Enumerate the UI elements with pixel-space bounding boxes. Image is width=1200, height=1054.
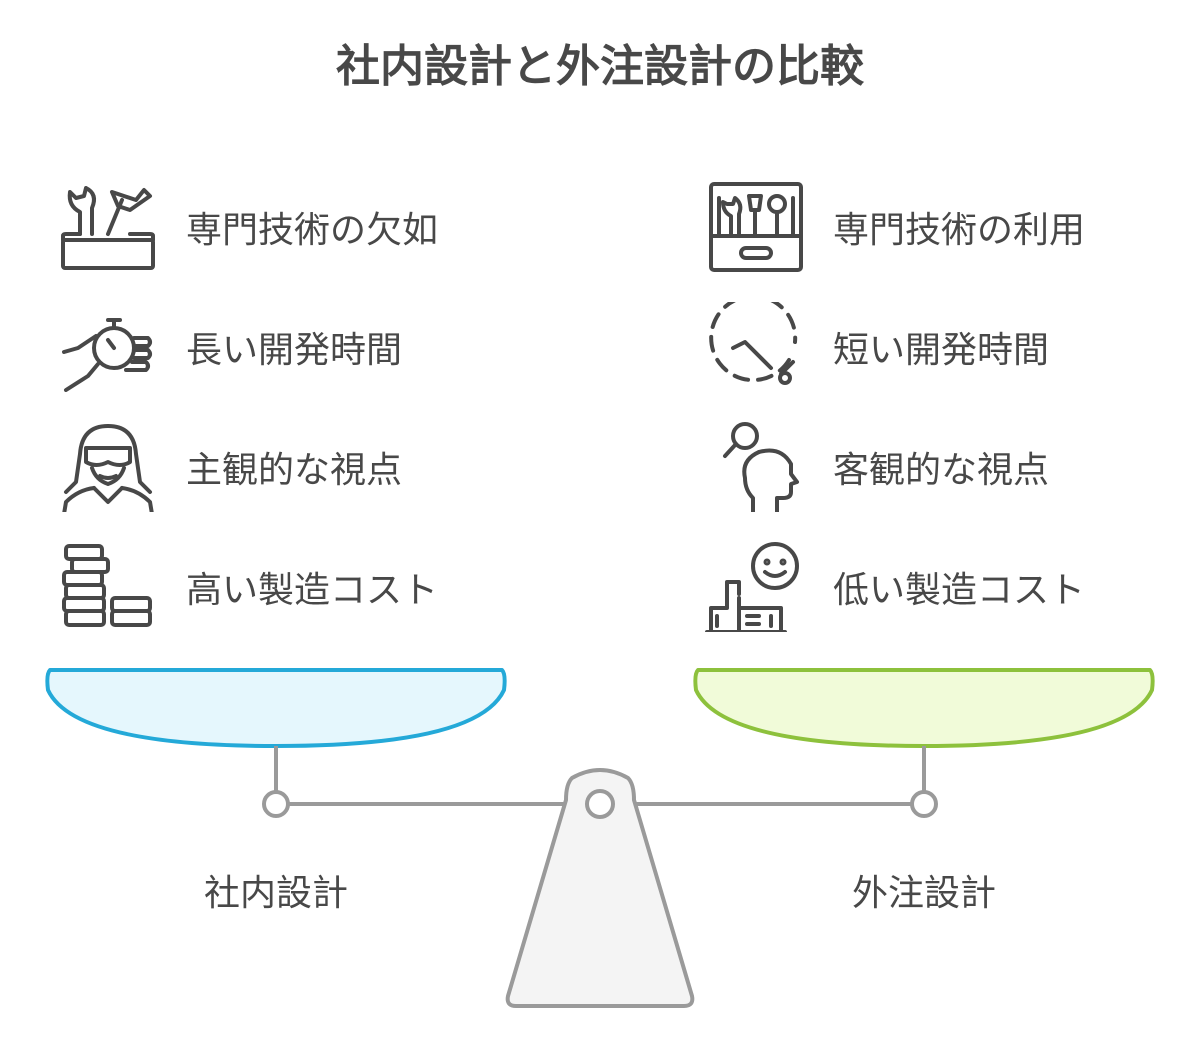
- dashed-clock-icon: [709, 302, 798, 385]
- left-item-label: 高い製造コスト: [186, 570, 439, 611]
- left-side-label: 社内設計: [203, 873, 349, 914]
- person-goggles-icon: [62, 424, 154, 512]
- coin-stacks-icon: [62, 544, 152, 627]
- smiley-factory-icon: [705, 542, 799, 632]
- left-pivot: [262, 790, 290, 818]
- right-pivot: [910, 790, 938, 818]
- fulcrum-pivot: [585, 789, 615, 819]
- left-pan: [45, 668, 507, 748]
- right-item-label: 短い開発時間: [833, 330, 1050, 371]
- right-item-label: 専門技術の利用: [833, 210, 1086, 251]
- left-item-label: 専門技術の欠如: [186, 210, 439, 251]
- page-title: 社内設計と外注設計の比較: [336, 41, 864, 92]
- toolbox-icon: [61, 186, 155, 270]
- head-magnifier-icon: [723, 422, 799, 512]
- left-item-label: 長い開発時間: [186, 330, 403, 371]
- right-pan: [693, 668, 1155, 748]
- left-item-label: 主観的な視点: [186, 450, 403, 491]
- right-side-label: 外注設計: [851, 873, 997, 914]
- tool-case-icon: [709, 182, 803, 272]
- right-item-label: 低い製造コスト: [833, 570, 1086, 611]
- right-item-label: 客観的な視点: [833, 450, 1050, 491]
- stopwatch-hand-icon: [62, 318, 152, 392]
- fulcrum: [505, 768, 695, 1008]
